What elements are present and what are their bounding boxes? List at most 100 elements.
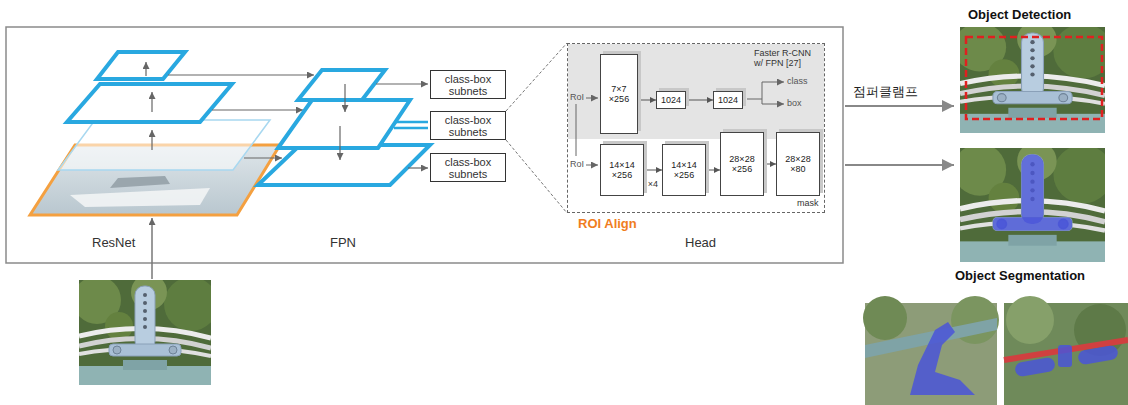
segmentation-mask xyxy=(993,155,1072,231)
node-text: 28×28 ×256 xyxy=(723,154,761,174)
subnet-box: class-box subnets xyxy=(430,111,506,140)
boat-cabin xyxy=(110,176,170,188)
feature-slab: 1024 xyxy=(713,91,743,109)
text-area: 14×14 ×256 xyxy=(601,145,643,195)
subnet-box: class-box subnets xyxy=(430,153,506,182)
subnet-box: class-box subnets xyxy=(430,70,506,99)
feature-slab: 14×14 ×256 xyxy=(662,144,706,196)
connector-arrow xyxy=(644,170,662,171)
lateral-arrow xyxy=(212,109,303,110)
subnet-arrow xyxy=(376,83,428,84)
subnet-arrow xyxy=(408,167,428,168)
foliage xyxy=(1006,296,1054,344)
input-photo xyxy=(73,274,218,385)
feature-slab: 14×14 ×256 xyxy=(600,144,644,196)
mask-shape xyxy=(1077,345,1119,366)
up-arrow xyxy=(145,62,146,76)
mask-shape xyxy=(1058,345,1072,367)
edge-label: ×4 xyxy=(648,179,658,189)
text-area: 1024 xyxy=(714,92,742,108)
feature-slab: 1024 xyxy=(656,91,686,109)
roi-branch xyxy=(576,104,577,156)
mask-shape xyxy=(910,322,975,395)
part-name: Head xyxy=(685,235,716,250)
up-arrow xyxy=(151,92,152,112)
fpn-plane xyxy=(298,70,385,100)
connector-arrow xyxy=(706,170,720,171)
feature-slab: 7×7 ×256 xyxy=(600,54,638,134)
text-area: 1024 xyxy=(657,92,685,108)
text-area: 28×28 ×80 xyxy=(777,133,819,195)
connector-arrow xyxy=(764,164,776,165)
text-area: class-box subnets xyxy=(431,112,505,139)
node-text: 1024 xyxy=(718,95,738,105)
detection-box xyxy=(966,37,1102,119)
connector-arrow xyxy=(686,100,713,101)
node-text: 1024 xyxy=(661,95,681,105)
node-text: 7×7 ×256 xyxy=(603,84,635,104)
head-arrows xyxy=(576,82,784,165)
node-text: 14×14 ×256 xyxy=(603,160,641,180)
text-area: 14×14 ×256 xyxy=(663,145,705,195)
output-arrow xyxy=(845,105,954,107)
feature-plane xyxy=(67,84,232,122)
up-arrow xyxy=(151,130,152,150)
stage-name: ROI Align xyxy=(578,216,637,231)
class-arrow xyxy=(747,82,784,99)
output-label: class xyxy=(787,76,808,86)
node-text: 14×14 ×256 xyxy=(665,160,703,180)
fpn-plane xyxy=(278,100,410,148)
text-area: class-box subnets xyxy=(431,71,505,98)
lateral-arrow xyxy=(244,157,282,158)
text-area: 28×28 ×256 xyxy=(721,133,763,195)
outer-frame xyxy=(6,27,843,263)
feature-slab: 28×28 ×80mask xyxy=(776,132,820,196)
roi-label: RoI xyxy=(570,159,584,169)
roi-arrow xyxy=(586,98,598,99)
slab-caption: mask xyxy=(797,198,827,208)
part-name: ResNet xyxy=(92,235,135,250)
node-text: class-box subnets xyxy=(433,114,503,138)
down-arrow xyxy=(339,126,340,160)
node-text: class-box subnets xyxy=(433,73,503,97)
detection-photo xyxy=(953,21,1112,133)
input-arrow xyxy=(151,218,153,279)
down-arrow xyxy=(344,84,345,112)
roi-arrow xyxy=(586,165,598,166)
result-heading: Object Segmentation xyxy=(955,268,1085,283)
class-name: 점퍼클램프 xyxy=(853,83,918,101)
zoom-line xyxy=(506,140,567,213)
panel-title: Faster R-CNN w/ FPN [27] xyxy=(754,48,818,68)
node-text: class-box subnets xyxy=(433,156,503,180)
result-heading: Object Detection xyxy=(968,7,1071,22)
output-label: box xyxy=(787,98,802,108)
part-name: FPN xyxy=(330,235,356,250)
boat-shape xyxy=(70,188,210,207)
box-arrow xyxy=(762,99,784,104)
node-text: 28×28 ×80 xyxy=(779,154,817,174)
connector-arrow xyxy=(638,100,656,101)
text-area: class-box subnets xyxy=(431,154,505,181)
fpn-pyramid xyxy=(258,70,430,185)
resnet-pyramid xyxy=(30,52,280,215)
zoom-line xyxy=(506,43,567,111)
segmentation-photo xyxy=(953,141,1112,262)
output-arrow xyxy=(845,164,954,166)
subnet-arrow xyxy=(394,122,428,128)
feature-slab: 28×28 ×256 xyxy=(720,132,764,196)
text-area: 7×7 ×256 xyxy=(601,55,637,133)
foliage xyxy=(863,296,907,340)
segmentation-sample xyxy=(863,296,999,405)
head-panel: 7×7 ×256 1024 1024 14×14 ×256 14×14 ×256 28×2… xyxy=(567,43,825,213)
mask-shape xyxy=(1014,357,1056,378)
fpn-plane xyxy=(258,145,430,185)
lateral-arrow xyxy=(168,74,314,75)
roi-label: RoI xyxy=(570,92,584,102)
faster-rcnn-region xyxy=(568,44,824,139)
feature-plane xyxy=(58,120,270,170)
segmentation-sample xyxy=(1004,296,1128,405)
